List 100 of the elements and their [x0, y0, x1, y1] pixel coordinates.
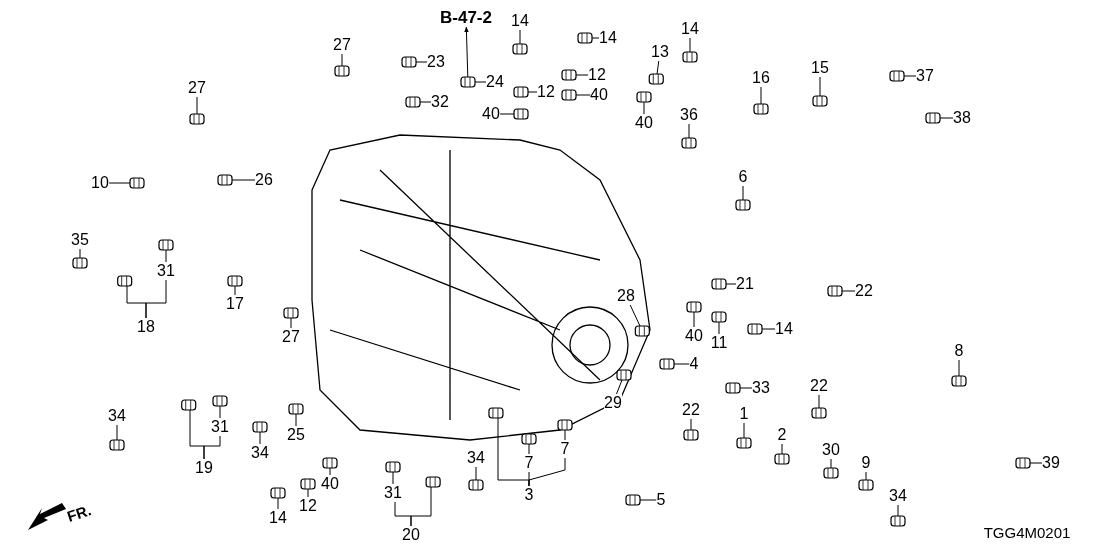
leader-line: [939, 117, 954, 119]
leader-line: [231, 179, 256, 181]
bracket-leader: [528, 457, 566, 487]
bracket-leader: [394, 501, 412, 527]
part-drawing: [889, 70, 905, 82]
leader-line: [575, 94, 591, 96]
part-drawing: [334, 65, 350, 77]
part-drawing: [288, 403, 304, 415]
leader-line: [616, 379, 623, 395]
leader-line: [234, 285, 236, 296]
part-drawing: [252, 421, 268, 433]
part-drawing: [322, 457, 338, 469]
callout-number: 29: [604, 394, 622, 412]
part-drawing: [636, 91, 652, 103]
part-drawing: [577, 32, 593, 44]
part-drawing: [385, 461, 401, 473]
part-drawing: [270, 487, 286, 499]
part-drawing: [181, 399, 197, 411]
leader-line: [116, 424, 118, 441]
part-drawing: [513, 108, 529, 120]
leader-line: [564, 429, 566, 441]
leader-line: [341, 53, 343, 67]
leader-line: [643, 101, 645, 115]
leader-line: [575, 74, 589, 76]
part-drawing: [890, 515, 906, 527]
part-drawing: [117, 275, 133, 287]
part-drawing: [686, 301, 702, 313]
leader-line: [499, 113, 515, 115]
leader-line: [165, 249, 167, 263]
part-drawing: [811, 407, 827, 419]
part-drawing: [812, 95, 828, 107]
part-drawing: [1015, 457, 1031, 469]
part-drawing: [300, 478, 316, 490]
part-drawing: [925, 112, 941, 124]
leader-line: [474, 81, 487, 83]
reference-code: B-47-2: [440, 9, 492, 27]
leader-line: [219, 405, 221, 419]
leader-line: [673, 363, 690, 365]
part-drawing: [823, 467, 839, 479]
leader-line: [415, 61, 428, 63]
part-drawing: [659, 358, 675, 370]
leader-line: [392, 471, 394, 485]
leader-line: [725, 283, 737, 285]
leader-line: [528, 443, 530, 455]
part-drawing: [616, 369, 632, 381]
leader-line: [903, 75, 917, 77]
leader-line: [527, 91, 538, 93]
part-drawing: [460, 76, 476, 88]
front-label: FR.: [64, 501, 94, 525]
leader-line: [693, 311, 695, 328]
leader-line: [1029, 462, 1043, 464]
leader-line: [830, 458, 832, 469]
part-drawing: [283, 307, 299, 319]
leader-line: [897, 504, 899, 517]
leader-line: [865, 471, 867, 481]
leader-line: [329, 467, 331, 476]
part-drawing: [561, 89, 577, 101]
part-drawing: [858, 479, 874, 491]
part-drawing: [753, 103, 769, 115]
leader-line: [475, 466, 477, 481]
part-drawing: [401, 56, 417, 68]
leader-line: [690, 418, 692, 431]
leader-line: [108, 182, 131, 184]
leader-line: [743, 422, 745, 439]
diagram-code: TGG4M0201: [983, 523, 1071, 541]
leader-line: [79, 248, 81, 259]
leader-line: [841, 290, 856, 292]
leader-line: [290, 317, 292, 329]
part-drawing: [189, 113, 205, 125]
part-drawing: [72, 257, 88, 269]
part-drawing: [625, 494, 641, 506]
leader-line: [761, 328, 776, 330]
part-drawing: [425, 476, 441, 488]
part-drawing: [129, 177, 145, 189]
part-drawing: [513, 86, 529, 98]
part-drawing: [951, 375, 967, 387]
leader-line: [591, 37, 600, 39]
part-drawing: [217, 174, 233, 186]
leader-line: [739, 387, 753, 389]
leader-line: [196, 96, 198, 115]
part-drawing: [468, 479, 484, 491]
part-drawing: [227, 275, 243, 287]
leader-line: [277, 497, 279, 510]
leader-line: [656, 60, 660, 75]
leader-line: [781, 443, 783, 455]
leader-line: [819, 76, 821, 97]
part-drawing: [774, 453, 790, 465]
leader-line: [519, 29, 521, 45]
leader-line: [818, 394, 820, 409]
leader-line: [689, 37, 691, 53]
part-drawing: [735, 199, 751, 211]
leader-line: [639, 499, 657, 501]
leader-line: [259, 431, 261, 445]
part-drawing: [488, 407, 504, 419]
part-drawing: [158, 239, 174, 251]
part-drawing: [557, 419, 573, 431]
leader-line: [295, 413, 297, 427]
part-drawing: [521, 433, 537, 445]
leader-line: [629, 304, 641, 327]
part-drawing: [747, 323, 763, 335]
